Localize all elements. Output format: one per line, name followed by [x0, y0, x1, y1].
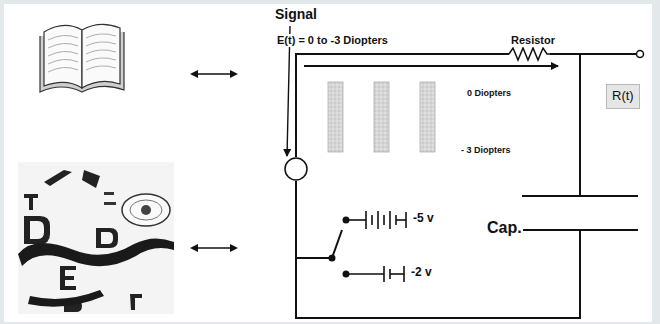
- eye-chart-illustration: [18, 162, 174, 314]
- resistor-symbol: [509, 48, 550, 60]
- switch-symbol: [296, 218, 349, 277]
- diopter-bars: [328, 82, 435, 152]
- scale-label: 0 Diopters: [466, 88, 512, 98]
- signal-label: Signal: [274, 6, 318, 22]
- part-label: Cap.: [486, 219, 523, 237]
- output-label: R(t): [612, 89, 634, 104]
- voltage-label: -5 v: [412, 212, 435, 226]
- terminal: [637, 51, 644, 58]
- scale-label: - 3 Diopters: [460, 145, 512, 155]
- battery-symbol: [346, 211, 406, 282]
- scale-arrow: [304, 65, 558, 67]
- voltage-label: -2 v: [410, 266, 433, 280]
- signal-source: [285, 158, 307, 180]
- part-label: Resistor: [510, 34, 556, 47]
- signal-range-label: E(t) = 0 to -3 Diopters: [276, 34, 389, 47]
- canvas: SignalE(t) = 0 to -3 Diopters Resistor 0 D…: [4, 4, 652, 322]
- circuit-wires: [296, 54, 636, 318]
- double-arrow: [190, 70, 238, 252]
- circuit-artwork: [4, 4, 652, 322]
- output-box: R(t): [606, 84, 640, 109]
- book-illustration: [40, 24, 124, 92]
- capacitor-symbol: [522, 196, 638, 230]
